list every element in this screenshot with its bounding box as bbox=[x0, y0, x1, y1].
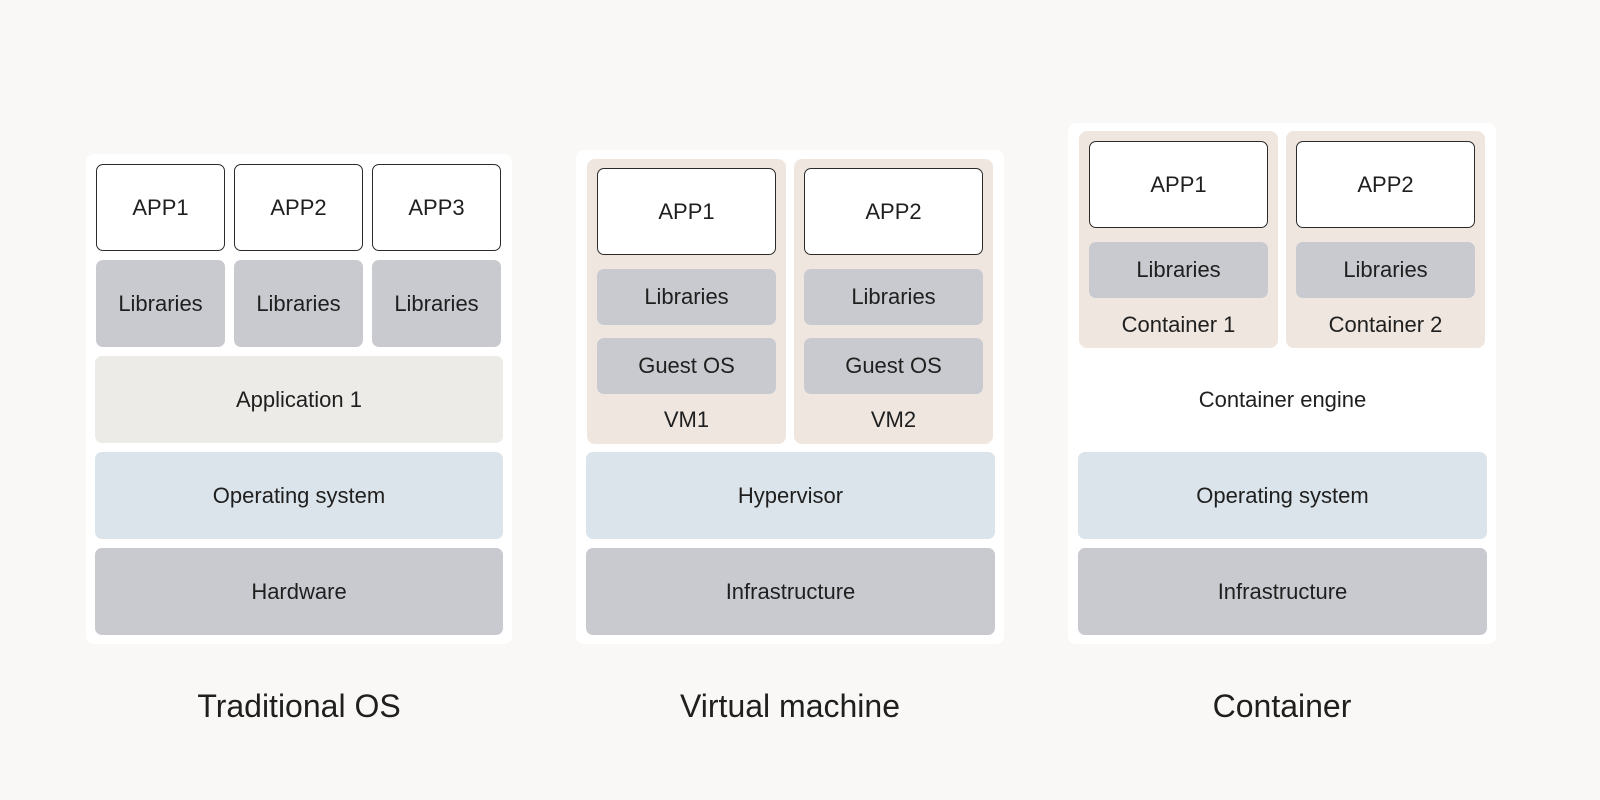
vm2-guest-os: Guest OS bbox=[804, 338, 983, 394]
traditional-app1-box: APP1 bbox=[96, 164, 225, 251]
virtual-machine-title: Virtual machine bbox=[680, 688, 900, 724]
container-engine-layer: Container engine bbox=[1078, 356, 1487, 443]
traditional-libraries-2: Libraries bbox=[234, 260, 363, 347]
vm1-label: VM1 bbox=[663, 407, 710, 432]
container1-libraries: Libraries bbox=[1089, 242, 1268, 298]
container2-label: Container 2 bbox=[1328, 312, 1443, 337]
vm2-libraries: Libraries bbox=[804, 269, 983, 325]
vm-infrastructure-layer: Infrastructure bbox=[586, 548, 995, 635]
traditional-app2-box: APP2 bbox=[234, 164, 363, 251]
traditional-application-layer: Application 1 bbox=[95, 356, 503, 443]
vm1-libraries: Libraries bbox=[597, 269, 776, 325]
container1-app-box: APP1 bbox=[1089, 141, 1268, 228]
container1-label: Container 1 bbox=[1121, 312, 1236, 337]
hypervisor-layer: Hypervisor bbox=[586, 452, 995, 539]
container-os-layer: Operating system bbox=[1078, 452, 1487, 539]
traditional-os-layer: Operating system bbox=[95, 452, 503, 539]
vm1-app-box: APP1 bbox=[597, 168, 776, 255]
traditional-hardware-layer: Hardware bbox=[95, 548, 503, 635]
traditional-os-title: Traditional OS bbox=[197, 688, 401, 724]
container2-app-box: APP2 bbox=[1296, 141, 1475, 228]
container-title: Container bbox=[1212, 688, 1352, 724]
container-infrastructure-layer: Infrastructure bbox=[1078, 548, 1487, 635]
vm2-label: VM2 bbox=[870, 407, 917, 432]
vm2-app-box: APP2 bbox=[804, 168, 983, 255]
traditional-app3-box: APP3 bbox=[372, 164, 501, 251]
traditional-libraries-3: Libraries bbox=[372, 260, 501, 347]
container2-libraries: Libraries bbox=[1296, 242, 1475, 298]
vm1-guest-os: Guest OS bbox=[597, 338, 776, 394]
traditional-libraries-1: Libraries bbox=[96, 260, 225, 347]
